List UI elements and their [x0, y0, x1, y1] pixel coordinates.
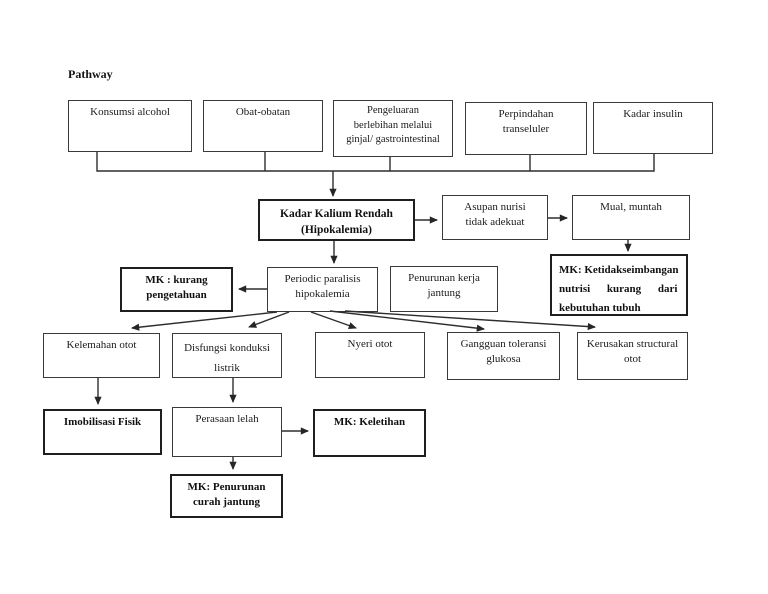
edge-periodic-to-disfungsi	[248, 311, 290, 328]
node-label: Asupan nurisi	[464, 201, 526, 213]
node-label: MK: Ketidakseimbangan	[559, 264, 679, 276]
node-label: Kelemahan otot	[66, 339, 137, 351]
node-pengeluaran-berlebihan: Pengeluaran berlebihan melalui ginjal/ g…	[333, 100, 453, 157]
node-obat-obatan: Obat-obatan	[203, 100, 323, 152]
node-label: Kadar Kalium Rendah	[280, 208, 393, 220]
node-label: Pengeluaran	[367, 105, 419, 116]
node-label: kebutuhan tubuh	[559, 302, 641, 314]
page-title: Pathway	[68, 67, 113, 81]
node-label: berlebihan melalui	[353, 119, 433, 131]
node-label: MK : kurang	[145, 274, 208, 286]
node-label: transeluler	[502, 123, 550, 135]
node-nyeri-otot: Nyeri otot	[315, 332, 425, 378]
node-label: Imobilisasi Fisik	[63, 416, 142, 428]
node-label: (Hipokalemia)	[301, 224, 372, 236]
node-label: curah jantung	[193, 496, 260, 508]
node-label: Kadar insulin	[623, 108, 683, 120]
node-label: Konsumsi alcohol	[90, 106, 170, 118]
node-mk-ketidakseimbangan-nutrisi: MK: Ketidakseimbangan nutrisi kurang dar…	[550, 254, 688, 316]
node-label: Gangguan toleransi	[460, 338, 547, 350]
node-label: otot	[623, 353, 642, 365]
node-kadar-insulin: Kadar insulin	[593, 102, 713, 154]
edge-periodic-to-kelemahan	[131, 311, 278, 331]
node-mk-keletihan: MK: Keletihan	[313, 409, 426, 457]
node-label: glukosa	[486, 353, 521, 365]
node-label: Periodic paralisis	[284, 273, 361, 285]
node-kelemahan-otot: Kelemahan otot	[43, 333, 160, 378]
node-kerusakan-structural-otot: Kerusakan structural otot	[577, 332, 688, 380]
node-label: ginjal/ gastrointestinal	[346, 134, 440, 145]
node-periodic-paralisis: Periodic paralisis hipokalemia	[267, 267, 378, 312]
node-label: Perpindahan	[498, 108, 554, 120]
node-label: MK: Keletihan	[333, 416, 406, 428]
node-penurunan-kerja-jantung: Penurunan kerja jantung	[390, 266, 498, 312]
node-imobilisasi-fisik: Imobilisasi Fisik	[43, 409, 162, 455]
node-label: pengetahuan	[146, 289, 207, 301]
node-mk-penurunan-curah-jantung: MK: Penurunan curah jantung	[170, 474, 283, 518]
node-label: Kerusakan structural	[586, 338, 679, 350]
node-label: Mual, muntah	[600, 201, 662, 213]
edge-periodic-to-nyeri	[310, 311, 357, 329]
node-label: jantung	[427, 287, 461, 299]
node-label: Disfungsi konduksi	[184, 342, 270, 354]
node-label: tidak adekuat	[465, 216, 525, 228]
node-gangguan-toleransi-glukosa: Gangguan toleransi glukosa	[447, 332, 560, 380]
node-label: hipokalemia	[295, 288, 350, 300]
node-mk-kurang-pengetahuan: MK : kurang pengetahuan	[120, 267, 233, 312]
node-label: nutrisi kurang dari	[559, 283, 678, 295]
node-mual-muntah: Mual, muntah	[572, 195, 690, 240]
node-label: listrik	[214, 362, 240, 374]
node-perasaan-lelah: Perasaan lelah	[172, 407, 282, 457]
edge-periodic-to-gangguan	[329, 310, 485, 332]
node-label: Obat-obatan	[235, 106, 291, 118]
node-konsumsi-alcohol: Konsumsi alcohol	[68, 100, 192, 152]
node-label: Nyeri otot	[347, 338, 393, 350]
node-label: Perasaan lelah	[195, 413, 259, 425]
node-label: Penurunan kerja	[408, 272, 480, 284]
node-asupan-nurisi: Asupan nurisi tidak adekuat	[442, 195, 548, 240]
node-disfungsi-konduksi-listrik: Disfungsi konduksi listrik	[172, 333, 282, 378]
node-perpindahan-transeluler: Perpindahan transeluler	[465, 102, 587, 155]
node-kadar-kalium-rendah: Kadar Kalium Rendah (Hipokalemia)	[258, 199, 415, 241]
node-label: MK: Penurunan	[187, 481, 266, 493]
